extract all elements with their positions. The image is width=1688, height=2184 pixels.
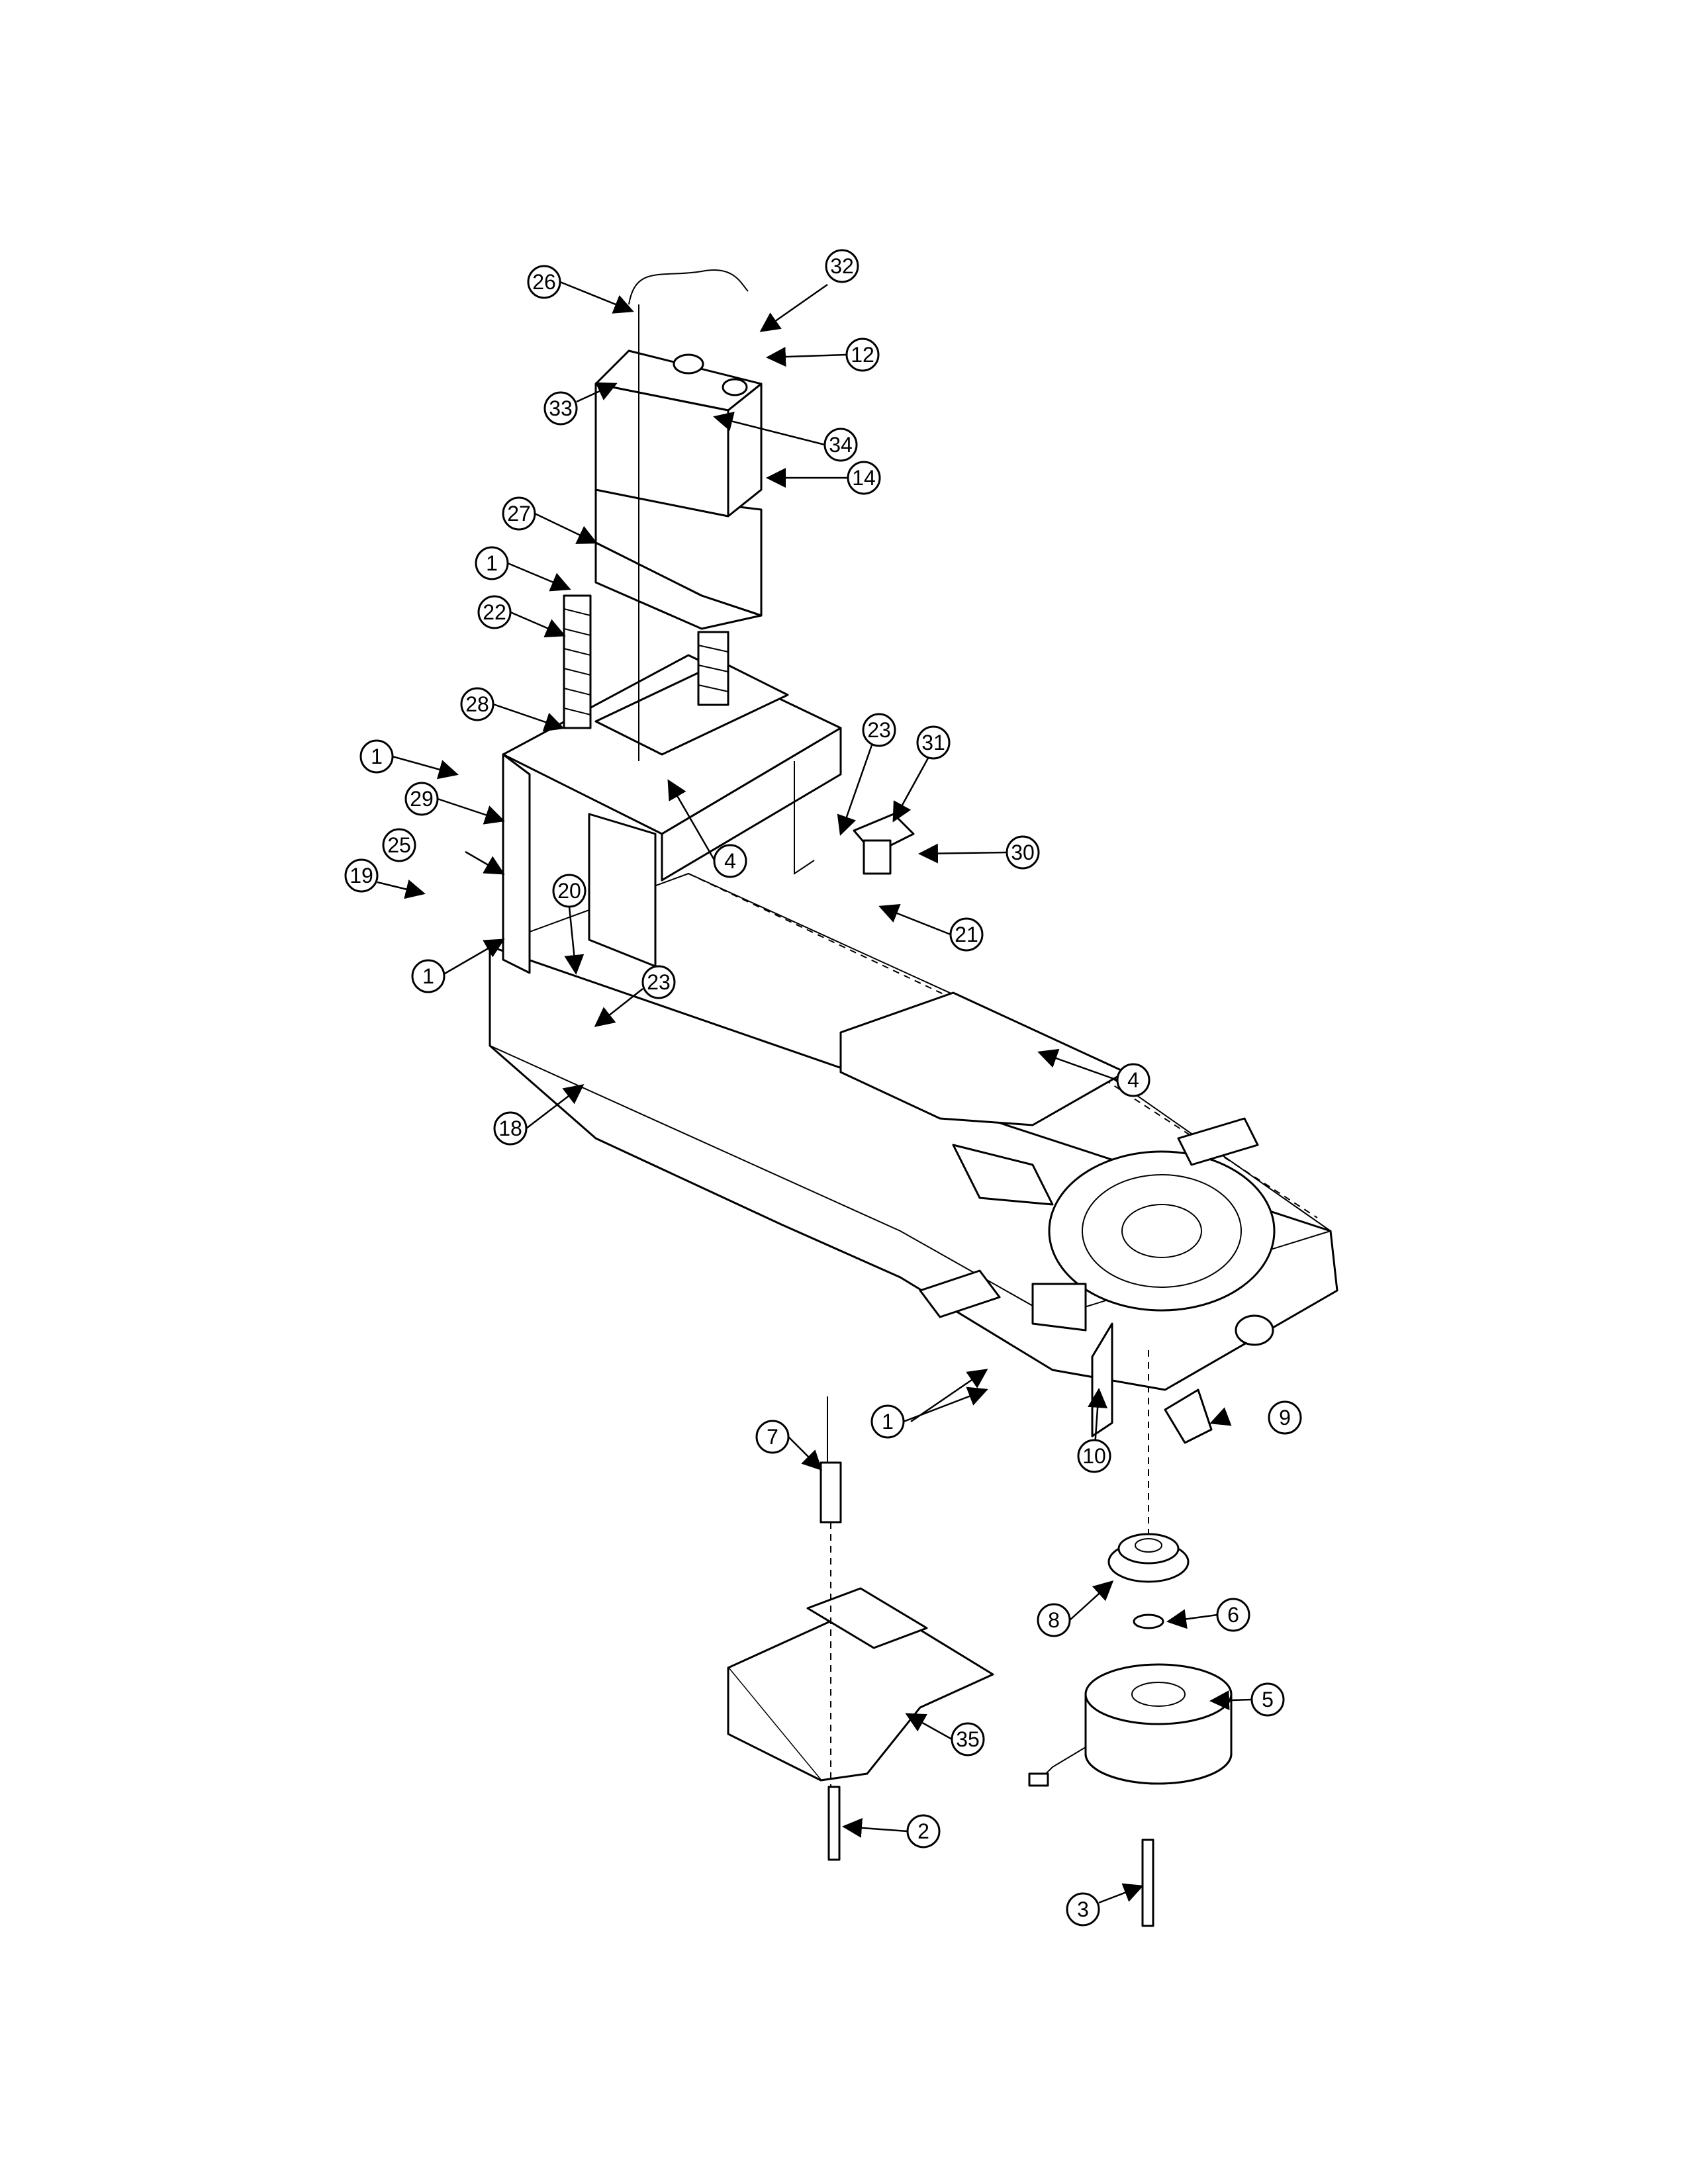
svg-text:1: 1: [371, 745, 383, 768]
callout-5: 5: [1250, 1682, 1285, 1717]
svg-text:6: 6: [1227, 1603, 1239, 1627]
callout-4-b: 4: [1116, 1063, 1150, 1097]
callout-1-b: 1: [359, 739, 394, 774]
callout-1-a: 1: [475, 546, 509, 580]
callout-1-d: 1: [870, 1404, 905, 1439]
svg-text:1: 1: [882, 1410, 894, 1433]
svg-text:12: 12: [851, 343, 874, 367]
svg-text:25: 25: [387, 833, 411, 857]
svg-text:18: 18: [498, 1116, 522, 1140]
callout-2: 2: [906, 1814, 941, 1848]
svg-text:34: 34: [829, 433, 853, 457]
callout-32: 33: [543, 391, 578, 426]
svg-text:7: 7: [767, 1425, 778, 1449]
leader-lines: [377, 281, 1252, 1904]
svg-text:10: 10: [1082, 1444, 1106, 1468]
callout-26: 26: [527, 265, 561, 299]
solenoid: [853, 813, 915, 875]
callout-31: 31: [916, 725, 951, 760]
svg-text:27: 27: [507, 502, 531, 525]
battery-mount-bracket: [502, 654, 842, 974]
callout-8: 8: [1037, 1603, 1071, 1637]
callout-29: 29: [404, 782, 439, 816]
callout-1-c: 1: [411, 959, 445, 993]
callout-14: 14: [847, 461, 881, 495]
svg-text:22: 22: [483, 600, 506, 624]
callout-7: 7: [755, 1420, 790, 1454]
svg-text:3: 3: [1077, 1897, 1089, 1921]
svg-text:30: 30: [1011, 841, 1035, 864]
callout-22: 22: [477, 595, 512, 629]
svg-text:4: 4: [724, 849, 736, 873]
callout-27: 27: [502, 496, 536, 531]
callout-25: 25: [382, 828, 416, 862]
svg-text:29: 29: [410, 787, 434, 811]
battery-cable: [628, 269, 749, 761]
svg-text:35: 35: [956, 1727, 980, 1751]
washer: [1133, 1614, 1164, 1629]
callout-9: 9: [1268, 1400, 1302, 1435]
svg-text:32: 32: [830, 254, 854, 278]
bolt-3: [1141, 1839, 1154, 1927]
svg-text:28: 28: [465, 692, 489, 716]
callout-28: 28: [460, 687, 494, 721]
svg-text:1: 1: [486, 551, 498, 575]
callout-34: 32: [825, 249, 859, 283]
spring-left: [563, 594, 592, 729]
svg-text:33: 33: [549, 396, 573, 420]
callout-23-b: 23: [641, 965, 676, 999]
svg-text:23: 23: [647, 970, 671, 994]
pulley: [1107, 1533, 1190, 1583]
callout-30: 30: [1006, 835, 1040, 870]
svg-text:4: 4: [1127, 1068, 1139, 1092]
svg-text:20: 20: [557, 879, 581, 903]
callout-33: 34: [823, 428, 858, 462]
svg-text:5: 5: [1262, 1688, 1274, 1711]
callout-3: 3: [1066, 1892, 1100, 1927]
callout-4-a: 4: [713, 844, 747, 878]
svg-text:31: 31: [921, 731, 945, 754]
callout-12: 12: [845, 338, 880, 372]
electric-clutch: [1028, 1663, 1233, 1787]
svg-text:9: 9: [1279, 1406, 1291, 1430]
callout-18: 18: [493, 1111, 528, 1146]
main-frame: [489, 872, 1338, 1391]
svg-text:2: 2: [917, 1819, 929, 1843]
battery: [594, 349, 763, 518]
callout-21: 21: [949, 917, 984, 952]
callout-20: 20: [552, 874, 586, 908]
svg-text:8: 8: [1048, 1608, 1060, 1632]
svg-text:23: 23: [867, 718, 891, 742]
callout-23-a: 23: [862, 713, 896, 747]
svg-text:1: 1: [422, 964, 434, 988]
svg-text:26: 26: [532, 270, 556, 294]
svg-text:14: 14: [852, 466, 876, 490]
callout-6: 6: [1216, 1598, 1250, 1632]
pto-bracket: [727, 1396, 994, 1827]
callout-10: 10: [1077, 1439, 1111, 1473]
callout-35: 35: [951, 1722, 985, 1756]
bolt-2: [827, 1786, 841, 1861]
svg-text:19: 19: [350, 864, 373, 887]
callout-19: 19: [344, 858, 379, 893]
svg-text:21: 21: [955, 923, 978, 946]
spring-right: [697, 631, 729, 706]
